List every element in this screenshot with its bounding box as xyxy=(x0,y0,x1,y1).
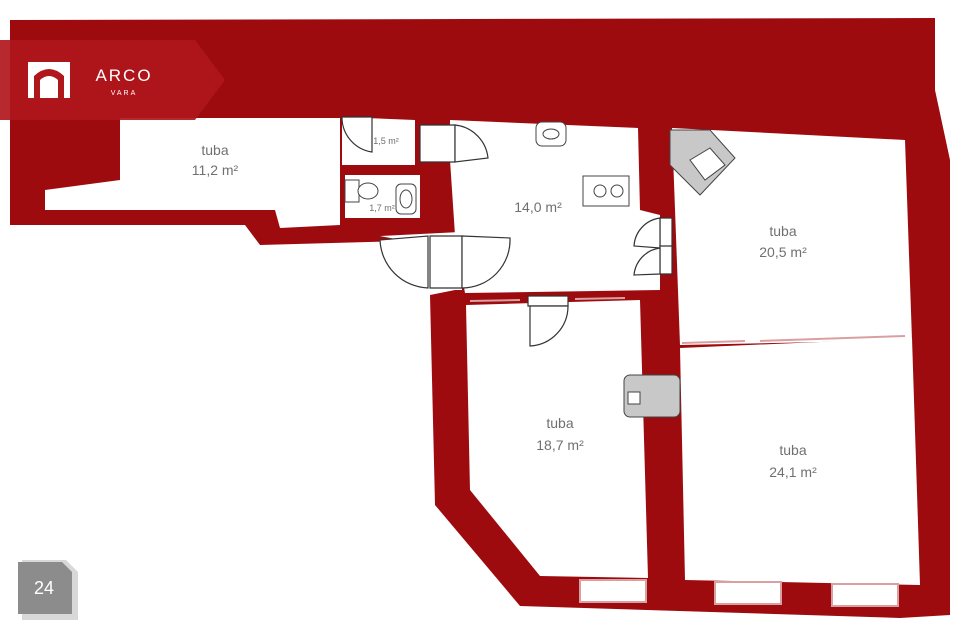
room-c-label: tuba 20,5 m² xyxy=(759,223,807,260)
page-badge: 24 xyxy=(18,560,78,620)
room-a-label: tuba 11,2 m² xyxy=(192,142,239,178)
brand-name: ARCO xyxy=(95,66,152,85)
room-e-name: tuba xyxy=(779,442,806,458)
room-c-name: tuba xyxy=(769,223,796,239)
room-c-area: 20,5 m² xyxy=(759,244,807,260)
room-e-floor xyxy=(680,338,920,585)
room-d-floor xyxy=(466,300,648,578)
room-b-area: 14,0 m² xyxy=(514,199,562,215)
room-a-name: tuba xyxy=(201,142,228,158)
fixtures xyxy=(344,121,736,418)
wc-1-area: 1,5 m² xyxy=(373,136,399,146)
room-e-area: 24,1 m² xyxy=(769,464,817,480)
room-d-area: 18,7 m² xyxy=(536,437,584,453)
brand-sub: VARA xyxy=(111,90,138,97)
room-a-floor xyxy=(45,118,340,228)
room-b-label: 14,0 m² xyxy=(514,199,562,215)
room-a-area: 11,2 m² xyxy=(192,162,239,178)
page-number: 24 xyxy=(34,578,54,598)
room-d-name: tuba xyxy=(546,415,573,431)
doors xyxy=(341,116,673,347)
room-c-floor xyxy=(672,128,912,345)
brand-logo: ARCO VARA xyxy=(0,40,225,120)
room-e-label: tuba 24,1 m² xyxy=(769,442,817,480)
windows xyxy=(469,297,906,607)
wc-2-area: 1,7 m² xyxy=(369,203,395,213)
house-icon xyxy=(28,62,70,98)
room-d-label: tuba 18,7 m² xyxy=(536,415,584,453)
